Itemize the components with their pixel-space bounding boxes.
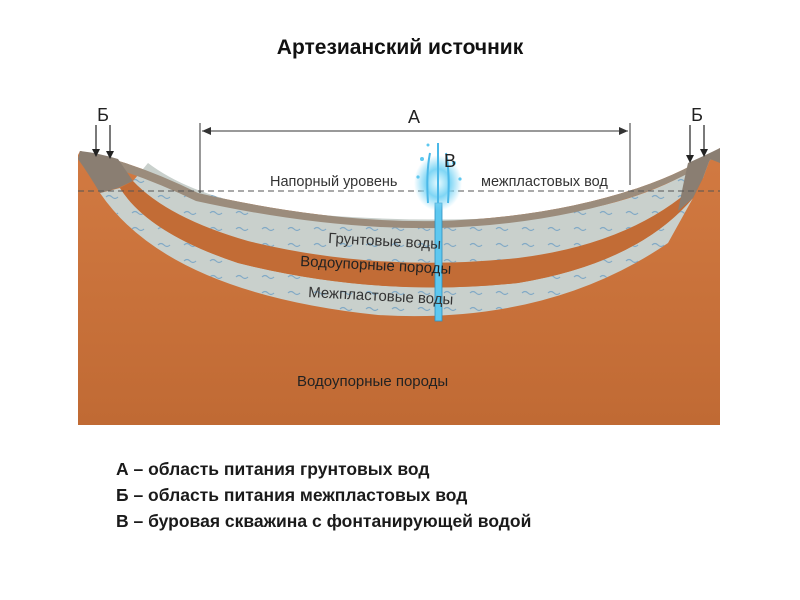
label-pressure-level-left: Напорный уровень [270,174,397,190]
label-aquitard-bottom: Водоупорные породы [297,373,448,390]
interlayer-water-waves [100,188,693,317]
diagram-svg: А Б Б В Напорный уровень межпластовых во… [78,93,720,425]
label-ground-water: Грунтовые воды [328,230,442,253]
page-title: Артезианский источник [276,36,524,59]
recharge-zone-right [678,148,720,211]
dimension-a [199,123,631,193]
label-v: В [444,151,456,171]
arrows-b-left [92,125,114,159]
aquitard-middle-band [120,178,703,288]
recharge-zone-left [78,151,133,193]
legend-row-a: А – область питания грунтовых вод [116,459,430,479]
legend-row-v: В – буровая скважина с фонтанирующей вод… [116,511,532,531]
ground-water-waves [133,159,710,263]
label-b-right: Б [691,105,703,125]
label-pressure-level-right: межпластовых вод [481,174,608,190]
artesian-diagram: А Б Б В Напорный уровень межпластовых во… [78,93,720,425]
top-surface [80,148,720,229]
legend-row-b: Б – область питания межпластовых вод [116,485,468,505]
arrows-b-right [686,125,708,163]
legend: А – область питания грунтовых вод Б – об… [116,456,531,534]
label-a: А [408,107,420,127]
label-b-left: Б [97,105,109,125]
well-fountain [414,143,462,322]
